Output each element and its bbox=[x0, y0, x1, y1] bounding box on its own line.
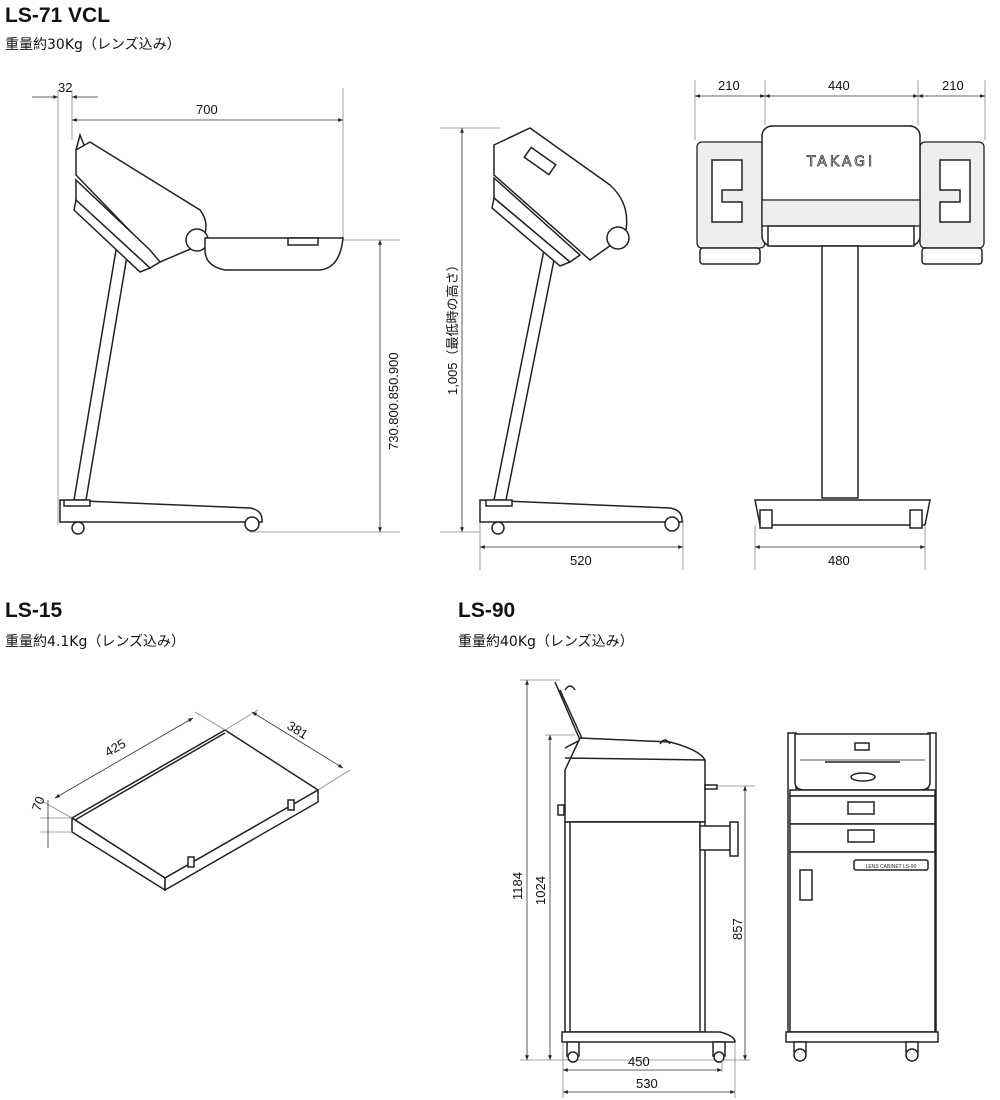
ls71-front-view: 210 440 210 TAKAGI 480 bbox=[694, 78, 986, 570]
ls15-title: LS-15 bbox=[5, 599, 63, 622]
ls90-title: LS-90 bbox=[458, 599, 516, 622]
dim-base-width: 480 bbox=[828, 553, 850, 568]
ls15-case-drawing: 425 381 70 bbox=[29, 709, 351, 892]
dim-total-height: 1184 bbox=[510, 872, 525, 900]
takagi-logo: TAKAGI bbox=[806, 154, 875, 170]
ls71-title: LS-71 VCL bbox=[5, 4, 111, 27]
dim-length: 425 bbox=[102, 736, 128, 760]
dim-inner-depth: 450 bbox=[628, 1054, 650, 1069]
dim-height: 70 bbox=[29, 794, 48, 813]
ls15-weight: 重量約4.1Kg（レンズ込み） bbox=[5, 634, 186, 650]
lens-cabinet-label: LENS CABINET LS-90 bbox=[866, 864, 917, 870]
dim-body-height: 1024 bbox=[533, 876, 548, 905]
dim-side-left: 210 bbox=[718, 78, 740, 93]
dim-offset: 32 bbox=[58, 80, 72, 95]
dim-depth: 530 bbox=[636, 1076, 658, 1091]
dim-base-depth: 520 bbox=[570, 553, 592, 568]
dim-depth: 700 bbox=[196, 102, 218, 117]
ls90-front-view: LENS CABINET LS-90 bbox=[785, 732, 939, 1062]
ls71-weight: 重量約30Kg（レンズ込み） bbox=[5, 37, 181, 53]
dim-heights: 730.800.850.900 bbox=[386, 352, 401, 450]
dim-side-right: 210 bbox=[942, 78, 964, 93]
ls71-side-view-min: 1,005（最低時の高さ） 520 bbox=[440, 127, 684, 570]
dim-center: 440 bbox=[828, 78, 850, 93]
ls90-side-view: 1184 1024 857 450 530 bbox=[510, 679, 755, 1098]
dim-min-height: 1,005（最低時の高さ） bbox=[445, 258, 460, 395]
dim-desk-height: 857 bbox=[730, 918, 745, 940]
dim-width: 381 bbox=[284, 718, 310, 742]
ls90-weight: 重量約40Kg（レンズ込み） bbox=[458, 634, 634, 650]
ls71-side-view-extended: 32 700 730.800.850.900 bbox=[32, 80, 401, 535]
